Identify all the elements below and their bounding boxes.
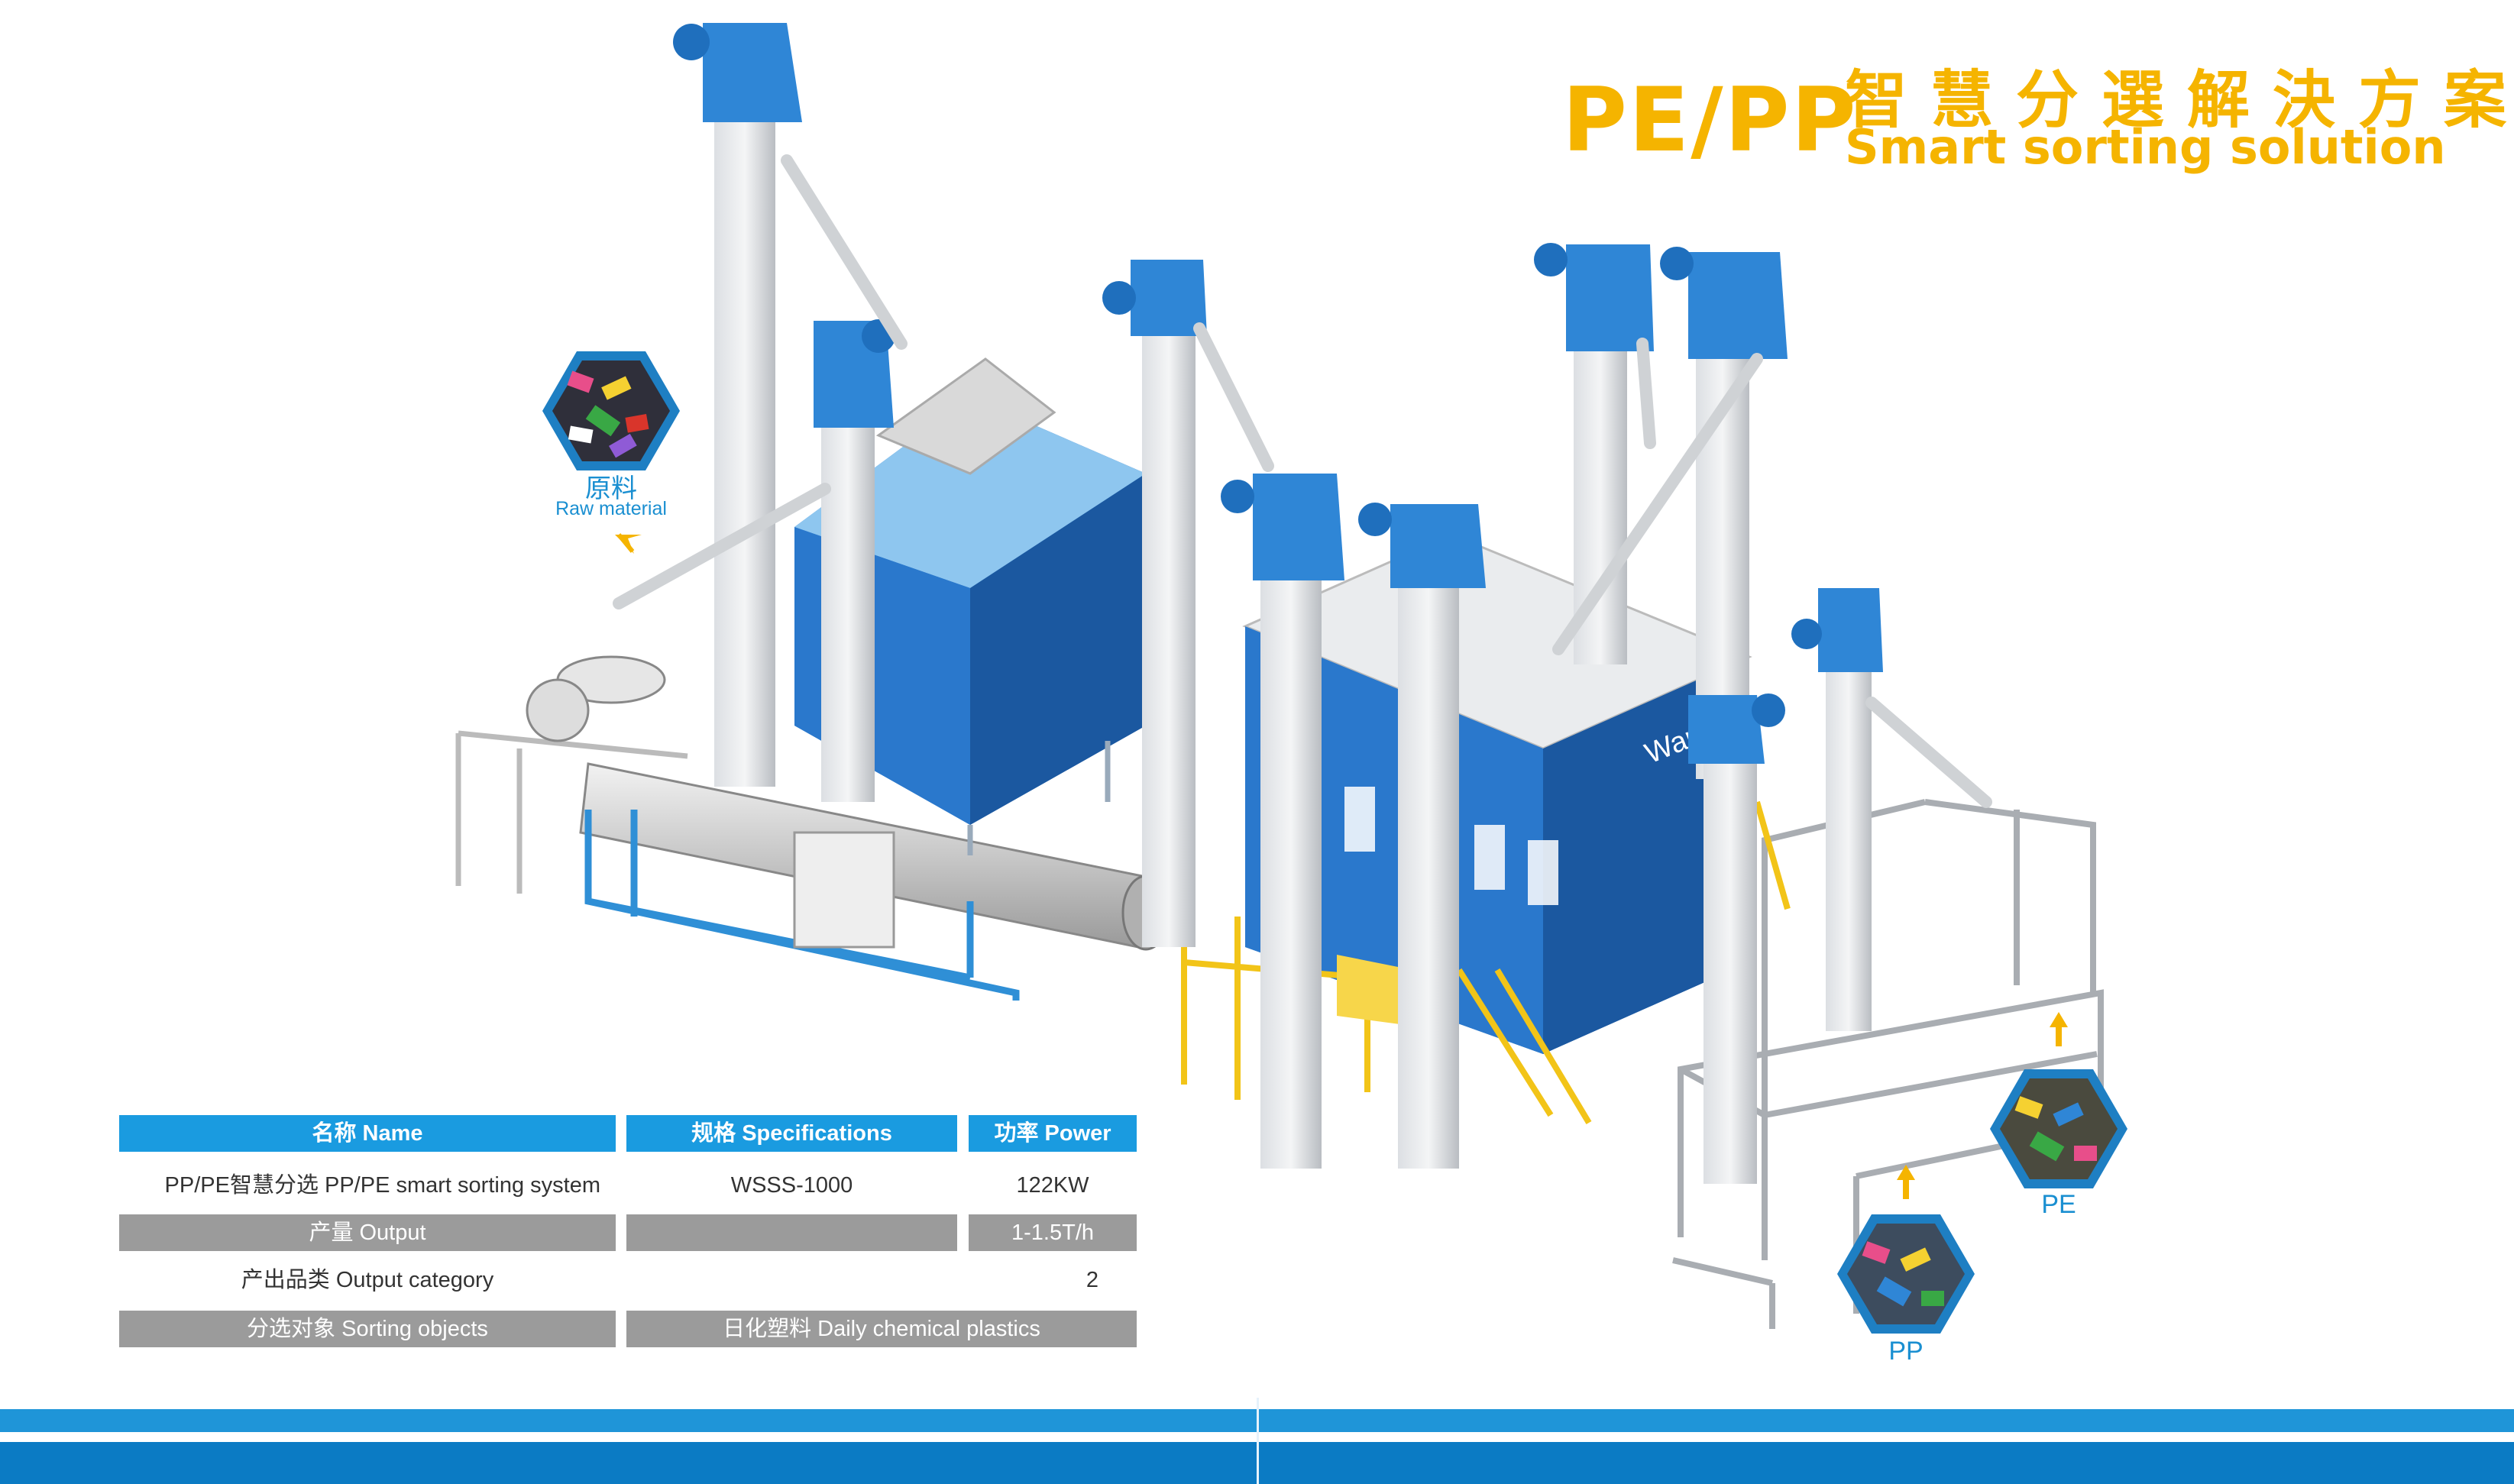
header-power: 功率 Power <box>969 1115 1137 1152</box>
title-chinese: 智慧分選解決方案 <box>1845 63 2514 137</box>
page-fold-divider <box>1257 1398 1259 1484</box>
row1-spec: WSSS-1000 <box>730 1173 853 1198</box>
sorting-machine-illustration: Wandi <box>455 23 2127 1334</box>
raw-material-label-en: Raw material <box>555 498 667 519</box>
row1-name: PP/PE智慧分选 PP/PE smart sorting system <box>164 1173 600 1198</box>
row3-power: 2 <box>1086 1268 1098 1292</box>
elevator-5 <box>1358 503 1486 1169</box>
raw-material-hexagon <box>542 351 680 470</box>
row2-name: 产量 Output <box>119 1214 616 1251</box>
row4-spec: 日化塑料 Daily chemical plastics <box>626 1311 1137 1347</box>
row4-name: 分选对象 Sorting objects <box>119 1311 616 1347</box>
washer-pipe <box>455 655 1170 1001</box>
pp-label: PP <box>1888 1337 1924 1366</box>
row3-name: 产出品类 Output category <box>241 1268 494 1292</box>
elevator-4 <box>1221 474 1344 1169</box>
row1-power: 122KW <box>1016 1173 1089 1198</box>
header-spec: 规格 Specifications <box>626 1115 957 1152</box>
header-name: 名称 Name <box>119 1115 616 1152</box>
row2-spec <box>626 1214 957 1251</box>
row2-power: 1-1.5T/h <box>969 1214 1137 1251</box>
pe-arrow <box>2050 1012 2068 1046</box>
elevator-9 <box>1791 588 1883 1031</box>
elevator-8 <box>1688 694 1785 1184</box>
elevator-3 <box>1102 260 1207 947</box>
pe-output-hexagon <box>1990 1069 2127 1188</box>
row3-spec <box>626 1262 957 1298</box>
bucket-elevators <box>673 23 1883 1184</box>
pp-output-hexagon <box>1837 1214 1975 1334</box>
pp-arrow <box>1897 1165 1915 1199</box>
pe-label: PE <box>2041 1190 2076 1219</box>
title-main: PE/PP <box>1562 69 1858 172</box>
elevator-1 <box>673 23 802 787</box>
title-english: Smart sorting solution <box>1845 119 2446 175</box>
elevator-2 <box>814 319 895 802</box>
chutes <box>613 154 1992 808</box>
raw-material-label-cn: 原料 <box>585 474 637 503</box>
